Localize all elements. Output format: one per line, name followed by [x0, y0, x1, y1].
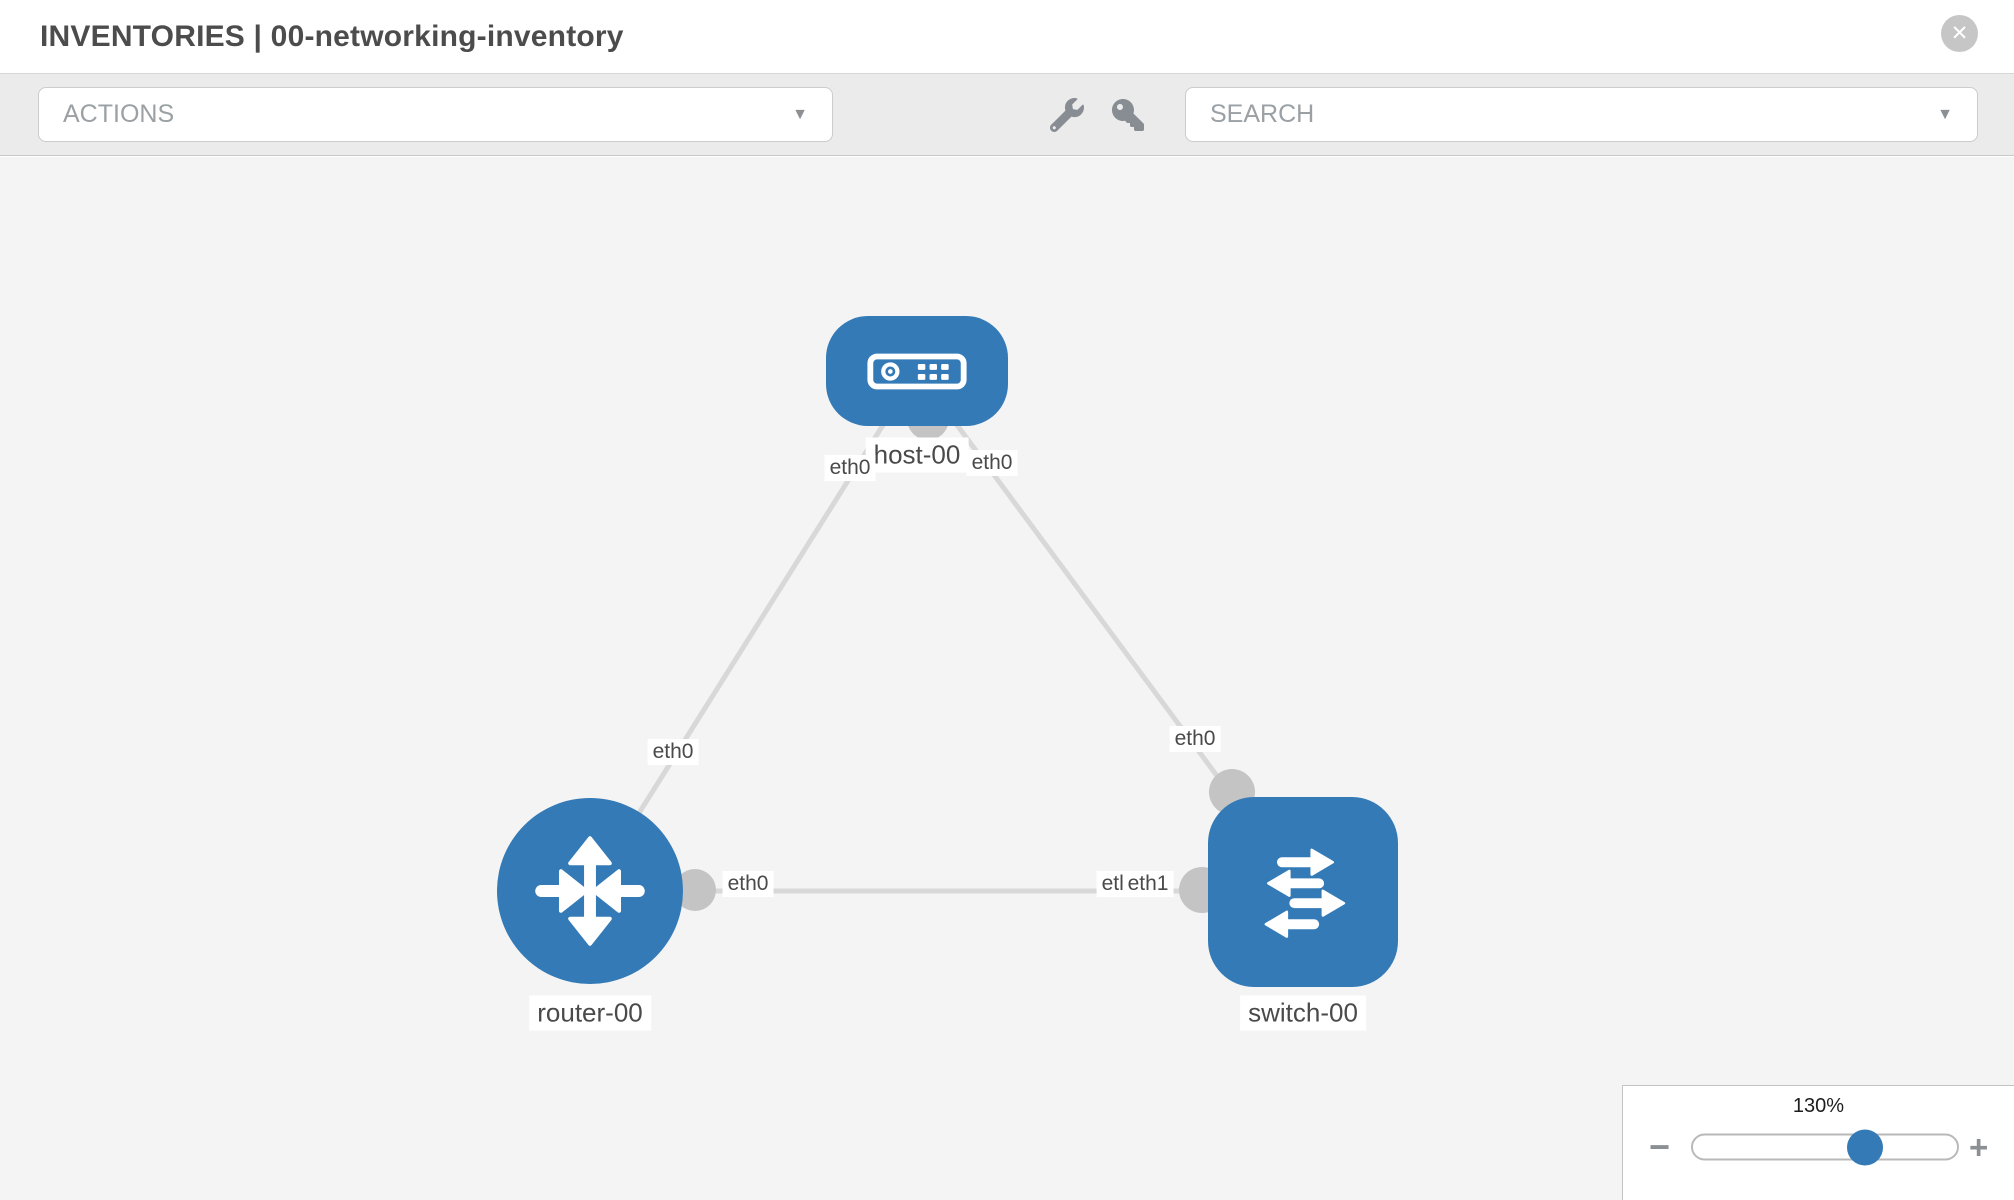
- wrench-icon[interactable]: [1050, 98, 1084, 132]
- node-label-router[interactable]: router-00: [529, 995, 651, 1031]
- toolbar: ACTIONS ▼ SEARCH ▼: [0, 74, 2014, 156]
- chevron-down-icon: ▼: [1937, 105, 1953, 123]
- zoom-slider[interactable]: [1691, 1129, 1959, 1165]
- header: INVENTORIES | 00-networking-inventory ✕: [0, 0, 2014, 74]
- chevron-down-icon: ▼: [792, 105, 808, 123]
- zoom-in-button[interactable]: +: [1969, 1128, 1989, 1166]
- search-dropdown[interactable]: SEARCH ▼: [1185, 87, 1978, 142]
- router-icon: [535, 836, 645, 946]
- zoom-controls: − +: [1623, 1118, 2014, 1176]
- topology-canvas[interactable]: host-00 router-00 switch-00 eth0 eth0 et…: [0, 157, 2014, 1200]
- zoom-level: 130%: [1792, 1095, 1845, 1117]
- iface-label-router-to-switch: eth0: [722, 871, 774, 897]
- iface-label-switch-to-router-eth1: eth1: [1122, 871, 1174, 897]
- actions-dropdown[interactable]: ACTIONS ▼: [38, 87, 833, 142]
- node-switch-00[interactable]: [1208, 797, 1398, 987]
- iface-label-host-to-router: eth0: [824, 455, 876, 481]
- interface-connector-router[interactable]: [674, 869, 716, 911]
- links-layer: [587, 369, 1306, 913]
- search-placeholder: SEARCH: [1210, 100, 1315, 128]
- zoom-slider-thumb[interactable]: [1847, 1129, 1883, 1165]
- toolbar-icons: [1050, 74, 1144, 156]
- key-icon[interactable]: [1112, 99, 1144, 131]
- zoom-out-button[interactable]: −: [1649, 1126, 1671, 1167]
- zoom-panel: 130% − +: [1622, 1085, 2014, 1200]
- switch-icon: [1264, 848, 1346, 938]
- node-router-00[interactable]: [497, 798, 683, 984]
- close-button[interactable]: ✕: [1941, 15, 1978, 52]
- iface-label-host-to-switch: eth0: [966, 450, 1018, 476]
- iface-label-switch-to-host: eth0: [1169, 726, 1221, 752]
- page-title: INVENTORIES | 00-networking-inventory: [40, 19, 624, 53]
- iface-label-router-to-host: eth0: [647, 739, 699, 765]
- host-icon: [867, 353, 967, 389]
- close-icon: ✕: [1950, 22, 1969, 45]
- actions-dropdown-label: ACTIONS: [63, 100, 175, 128]
- node-label-switch[interactable]: switch-00: [1240, 995, 1366, 1031]
- node-host-00[interactable]: [826, 316, 1008, 426]
- node-label-host[interactable]: host-00: [865, 437, 969, 473]
